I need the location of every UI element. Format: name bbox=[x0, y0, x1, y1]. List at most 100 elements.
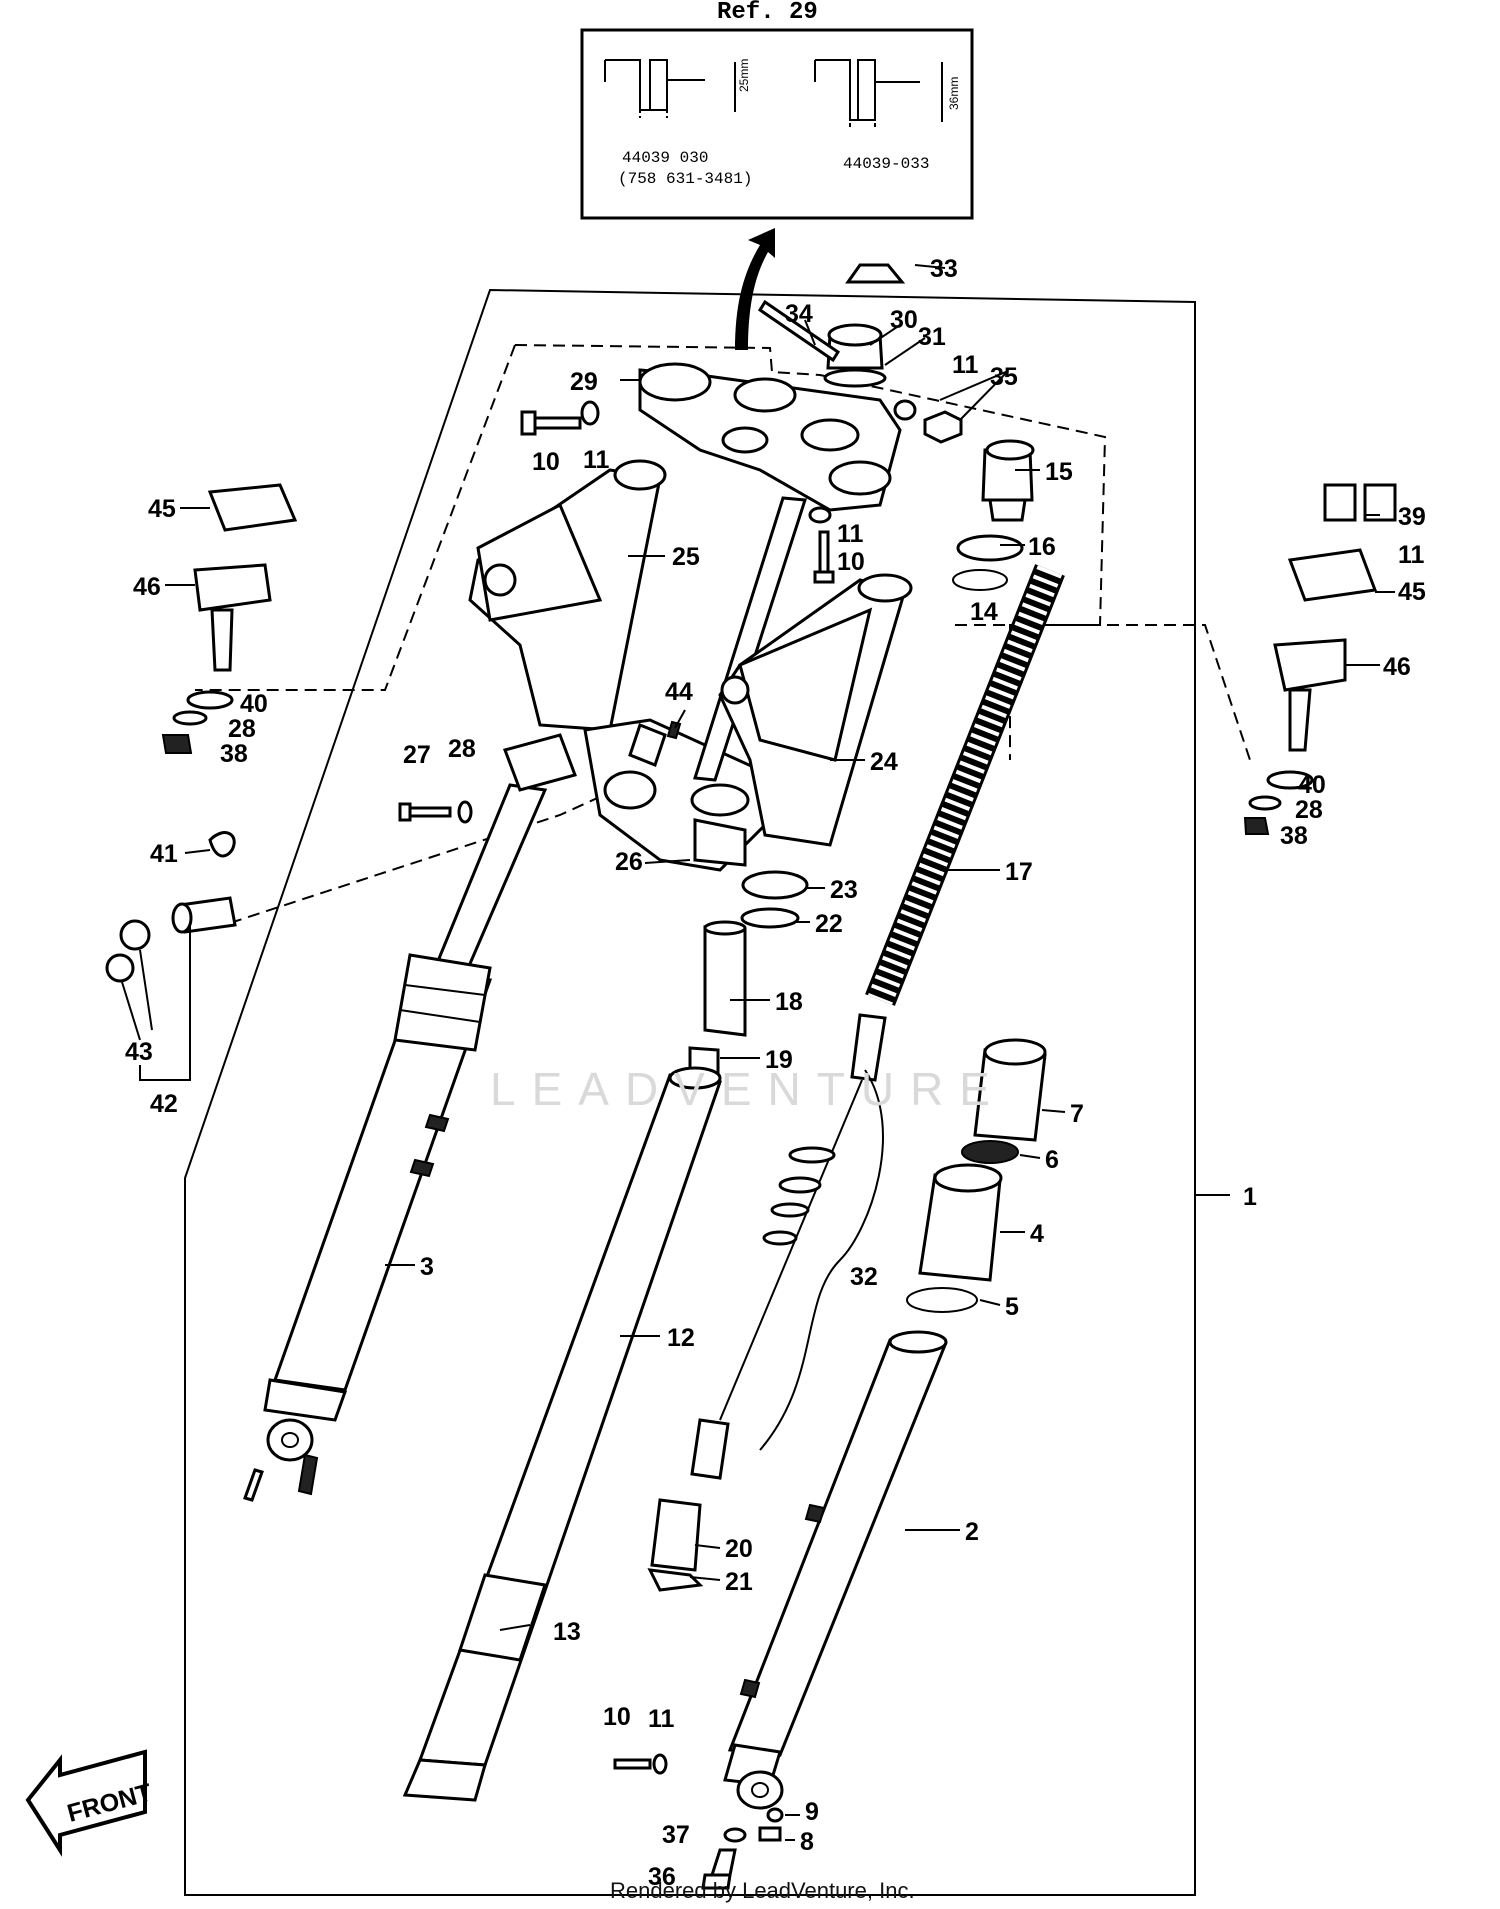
callout-28-right: 28 bbox=[1295, 796, 1323, 824]
reference-arrow bbox=[735, 228, 775, 350]
right-fork-cover bbox=[718, 573, 913, 847]
callout-44: 44 bbox=[665, 678, 693, 706]
steering-lock-and-keys bbox=[105, 896, 237, 1041]
callout-36: 36 bbox=[648, 1863, 676, 1891]
washer-11-top bbox=[893, 399, 917, 421]
bolt-10-top bbox=[520, 410, 582, 436]
pinch-bolt-27 bbox=[398, 802, 452, 822]
callout-42: 42 bbox=[150, 1090, 178, 1118]
footer-credit: Rendered by LeadVenture, Inc. bbox=[610, 1878, 915, 1903]
callout-32: 32 bbox=[850, 1263, 878, 1291]
callout-41: 41 bbox=[150, 840, 178, 868]
callout-40-right: 40 bbox=[1298, 771, 1326, 799]
o-ring-5 bbox=[906, 1287, 978, 1313]
guide-bush-18 bbox=[703, 925, 747, 1037]
callout-45-left: 45 bbox=[148, 495, 176, 523]
watermark-text: LEADVENTURE bbox=[490, 1063, 1006, 1115]
left-axle-nut bbox=[297, 1453, 319, 1496]
callout-7: 7 bbox=[1070, 1100, 1084, 1128]
assembly-frame-outline bbox=[184, 288, 1196, 1896]
callout-23: 23 bbox=[830, 876, 858, 904]
callout-leader-lines bbox=[165, 264, 1395, 1841]
callout-4: 4 bbox=[1030, 1220, 1044, 1248]
callout-22: 22 bbox=[815, 910, 843, 938]
reference-box-frame bbox=[580, 28, 974, 220]
washer-11-mid bbox=[808, 506, 832, 524]
right-part-number: 44039-033 bbox=[843, 155, 929, 173]
callout-8: 8 bbox=[800, 1828, 814, 1856]
callout-10-top: 10 bbox=[532, 448, 560, 476]
callout-11-nut: 11 bbox=[952, 351, 979, 379]
left-fork-inner-tube bbox=[393, 783, 548, 1052]
callout-24: 24 bbox=[870, 748, 898, 776]
left-part-number: 44039 030 bbox=[622, 149, 708, 167]
screw-8 bbox=[758, 1826, 782, 1842]
damper-rod-assembly bbox=[690, 1013, 887, 1480]
callout-1: 1 bbox=[1243, 1183, 1257, 1211]
callout-33: 33 bbox=[930, 255, 958, 283]
reference-inset: Ref. 29 25mm 44039 030 (758 631-3481) 36… bbox=[580, 0, 974, 220]
callout-40-left: 40 bbox=[240, 690, 268, 718]
callout-10-bottom: 10 bbox=[603, 1703, 631, 1731]
washer-9 bbox=[766, 1807, 784, 1823]
callout-2: 2 bbox=[965, 1518, 979, 1546]
callout-18: 18 bbox=[775, 988, 803, 1016]
callout-9: 9 bbox=[805, 1798, 819, 1826]
stem-nut-cap bbox=[845, 263, 906, 284]
callout-28-mid: 28 bbox=[448, 735, 476, 763]
callout-25: 25 bbox=[672, 543, 700, 571]
callout-35: 35 bbox=[990, 363, 1018, 391]
ring-22 bbox=[740, 907, 800, 929]
reference-title: Ref. 29 bbox=[717, 0, 818, 26]
piston-bottom-20 bbox=[650, 1498, 702, 1572]
gasket-16 bbox=[956, 534, 1024, 562]
front-direction-arrow: FRONT bbox=[25, 1749, 155, 1857]
callout-38-right: 38 bbox=[1280, 822, 1308, 850]
left-stem-section-drawing: 25mm 44039 030 (758 631-3481) bbox=[604, 59, 752, 188]
washer-11-left bbox=[580, 400, 600, 426]
callout-29: 29 bbox=[570, 368, 598, 396]
handlebar-holder-left bbox=[161, 483, 298, 754]
washer-11-bottom bbox=[652, 1753, 668, 1775]
callout-11-mid: 11 bbox=[837, 520, 864, 548]
callout-43: 43 bbox=[125, 1038, 153, 1066]
o-ring-14 bbox=[952, 569, 1008, 591]
callout-5: 5 bbox=[1005, 1293, 1019, 1321]
callout-19: 19 bbox=[765, 1046, 793, 1074]
handlebar-dashed-link-left bbox=[195, 344, 516, 691]
right-stem-section-drawing: 36mm 44039-033 bbox=[814, 59, 961, 173]
callout-46-left: 46 bbox=[133, 573, 161, 601]
right-dimension: 36mm bbox=[947, 77, 961, 110]
oil-seal-23 bbox=[741, 870, 809, 900]
nut-35 bbox=[923, 410, 963, 444]
callout-34: 34 bbox=[785, 300, 813, 328]
callout-15: 15 bbox=[1045, 458, 1073, 486]
callout-27: 27 bbox=[403, 741, 431, 769]
callout-38-left: 38 bbox=[220, 740, 248, 768]
pinch-bolt-34 bbox=[757, 299, 841, 363]
circlip-21 bbox=[647, 1568, 704, 1592]
ring-6 bbox=[961, 1140, 1019, 1164]
right-fork-slider bbox=[723, 1330, 948, 1810]
callout-45-right: 45 bbox=[1398, 578, 1426, 606]
callout-16: 16 bbox=[1028, 533, 1056, 561]
callout-31: 31 bbox=[918, 323, 946, 351]
handlebar-holder-right bbox=[1243, 483, 1397, 835]
left-dimension: 25mm bbox=[737, 59, 751, 92]
callout-11-right: 11 bbox=[1398, 541, 1425, 569]
callout-10-mid: 10 bbox=[837, 548, 865, 576]
right-inner-tube bbox=[402, 1066, 723, 1802]
washer-37 bbox=[723, 1827, 747, 1843]
fork-spring bbox=[865, 564, 1065, 1006]
callout-30: 30 bbox=[890, 306, 918, 334]
washer-28-mid bbox=[457, 800, 473, 824]
bolt-36 bbox=[701, 1848, 737, 1890]
bolt-10-bottom bbox=[613, 1758, 652, 1770]
left-axle-hardware bbox=[243, 1468, 264, 1502]
callout-11-top: 11 bbox=[583, 446, 610, 474]
callout-labels: 1 2 3 4 5 6 7 8 9 10 10 10 11 11 11 11 1… bbox=[125, 255, 1426, 1891]
callout-12: 12 bbox=[667, 1324, 695, 1352]
fork-top-bolt bbox=[981, 439, 1035, 522]
callout-6: 6 bbox=[1045, 1146, 1059, 1174]
